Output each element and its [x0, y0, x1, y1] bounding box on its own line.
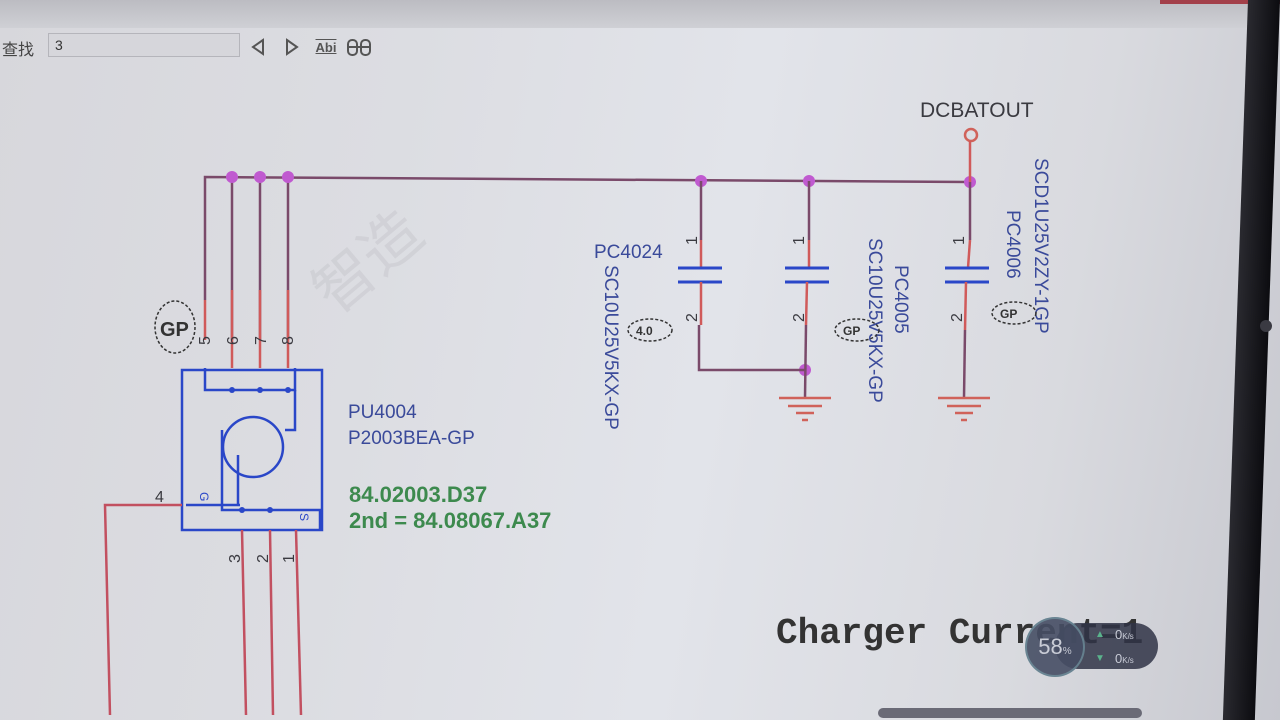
cap-ref-pc4005: PC4005 [890, 265, 911, 334]
cap-ref-pc4006: PC4006 [1002, 210, 1023, 279]
cap-value-pc4006: SCD1U25V2ZY-1GP [1030, 158, 1051, 334]
pin-8: 8 [280, 336, 297, 345]
mosfet-badge: GP [160, 319, 189, 341]
pin-2: 2 [255, 554, 272, 563]
mosfet-pn: 84.02003.D37 [349, 482, 487, 507]
capacitor-pc4005[interactable] [785, 181, 829, 399]
window-top-strip [0, 0, 1280, 28]
upload-rate: 0K/s [1115, 627, 1134, 642]
memory-usage-ring[interactable]: 58% [1025, 617, 1085, 677]
cap-badge-pc4024: 4.0 [636, 324, 653, 338]
schematic-canvas[interactable]: 智造 DCBATOUT G S 5 6 7 [0, 70, 1280, 720]
triangle-left-icon [251, 38, 264, 56]
pin-6: 6 [225, 336, 242, 345]
match-case-label: Abi [315, 39, 337, 55]
ground-symbol [779, 396, 831, 422]
capacitor-pc4024[interactable] [678, 181, 805, 372]
cap-pin2-pc4024: 2 [684, 313, 701, 322]
mosfet-part: P2003BEA-GP [348, 428, 475, 449]
match-case-button[interactable]: Abi [312, 36, 340, 58]
capacitor-pc4006[interactable] [945, 182, 989, 399]
cap-value-pc4024: SC10U25V5KX-GP [600, 265, 621, 430]
upload-arrow-icon: ▲ [1095, 629, 1105, 640]
pin-3: 3 [227, 554, 244, 563]
cap-ref-pc4024: PC4024 [594, 242, 663, 263]
pin-7: 7 [253, 336, 270, 345]
find-input[interactable] [48, 33, 240, 57]
cap-value-pc4005: SC10U25V5KX-GP [864, 238, 885, 403]
find-label: 查找 [2, 42, 35, 59]
net-label-dcbatout: DCBATOUT [920, 99, 1034, 122]
pin-letter-g: G [197, 492, 211, 501]
pin-letter-s: S [297, 513, 311, 521]
triangle-right-icon [286, 38, 299, 56]
mosfet-pu4004[interactable] [180, 368, 324, 532]
cap-pin1-pc4024: 1 [684, 236, 701, 245]
find-previous-button[interactable] [248, 36, 268, 58]
cap-pin1-pc4005: 1 [791, 236, 808, 245]
memory-percent: 58 [1038, 634, 1063, 659]
pin-4-gate: 4 [155, 489, 164, 506]
net-port-dcbatout[interactable] [963, 127, 979, 143]
find-next-button[interactable] [282, 36, 302, 58]
pin-5: 5 [197, 336, 214, 345]
ground-symbol [938, 396, 990, 422]
download-rate: 0K/s [1115, 651, 1134, 666]
percent-unit: % [1062, 645, 1072, 657]
mosfet-pn-2nd: 2nd = 84.08067.A37 [349, 508, 551, 533]
pin-1: 1 [281, 554, 298, 563]
window-accent-bar [1160, 0, 1280, 4]
download-arrow-icon: ▼ [1095, 653, 1105, 664]
find-all-button[interactable] [345, 36, 373, 58]
cap-badge-pc4005: GP [843, 324, 860, 338]
watermark: 智造 [300, 197, 437, 328]
mosfet-ref: PU4004 [348, 402, 417, 423]
cap-pin1-pc4006: 1 [951, 236, 968, 245]
system-monitor-widget[interactable]: ▲ ▼ 0K/s 0K/s 58% [1025, 617, 1160, 677]
cap-badge-pc4006: GP [1000, 307, 1017, 321]
binoculars-icon [347, 39, 371, 56]
cap-pin2-pc4006: 2 [949, 313, 966, 322]
cap-pin2-pc4005: 2 [791, 313, 808, 322]
horizontal-scrollbar[interactable] [878, 708, 1142, 718]
scroll-handle[interactable] [1260, 320, 1272, 332]
